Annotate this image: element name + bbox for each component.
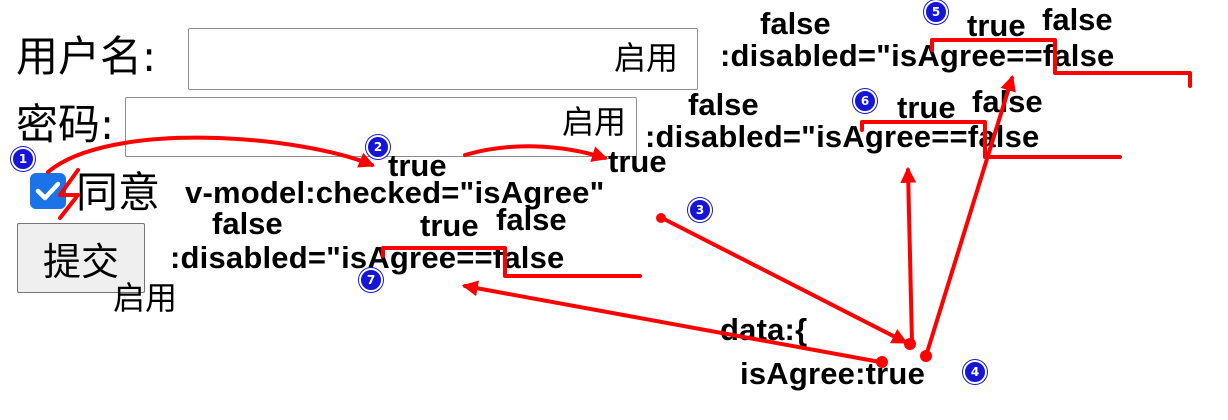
submit-enabled-hint: 启用	[113, 279, 178, 317]
step-badge-4: 4	[963, 360, 987, 384]
true-value-label: true	[967, 8, 1026, 43]
false-value-label: false	[688, 87, 759, 122]
username-input[interactable]	[188, 28, 698, 90]
step-badge-1: 1	[11, 147, 35, 171]
true-value-label: true	[897, 90, 956, 125]
disabled-code-username: :disabled="isAgree==false	[720, 38, 1115, 73]
step-badge-7: 7	[359, 268, 383, 292]
false-value-label: false	[212, 206, 283, 241]
data-open-code: data:{	[720, 312, 808, 347]
agree-checkbox[interactable]	[30, 173, 66, 209]
step-badge-3: 3	[688, 198, 712, 222]
username-enabled-hint: 启用	[614, 39, 679, 77]
submit-button[interactable]: 提交	[17, 223, 145, 293]
agree-label: 同意	[76, 168, 161, 217]
username-label: 用户名:	[16, 32, 157, 81]
step-badge-6: 6	[853, 89, 877, 113]
false-value-label: false	[972, 84, 1043, 119]
disabled-code-password: :disabled="isAgree==false	[645, 119, 1040, 154]
password-enabled-hint: 启用	[562, 103, 627, 141]
true-value-label: true	[388, 148, 447, 183]
true-value-label: true	[608, 144, 667, 179]
checkmark-icon	[35, 181, 61, 201]
data-value-code: isAgree:true	[740, 356, 926, 391]
false-value-label: false	[1042, 2, 1113, 37]
false-value-label: false	[760, 6, 831, 41]
step-badge-2: 2	[366, 135, 390, 159]
data-to-password-arrow	[900, 166, 917, 344]
step-badge-5: 5	[924, 0, 948, 24]
password-label: 密码:	[16, 100, 115, 149]
false-value-label: false	[496, 202, 567, 237]
vmodel-code: v-model:checked="isAgree"	[185, 175, 605, 210]
data-to-submit-arrow	[461, 280, 882, 364]
true-value-label: true	[420, 208, 479, 243]
